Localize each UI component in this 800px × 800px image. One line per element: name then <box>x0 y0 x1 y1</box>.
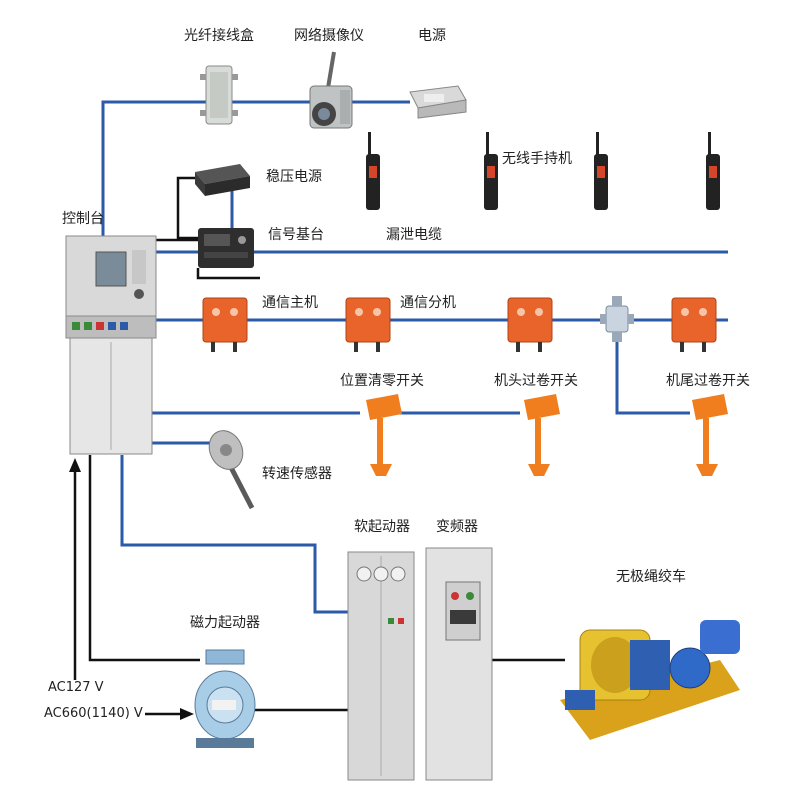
comm-branch-device-2 <box>507 297 553 352</box>
position-reset-switch-device <box>366 394 402 476</box>
signal-base-power <box>196 268 260 280</box>
label-comm-host: 通信主机 <box>262 295 318 311</box>
label-power-supply: 电源 <box>418 28 446 44</box>
label-leaky-cable: 漏泄电缆 <box>386 227 442 243</box>
label-magnetic-starter: 磁力起动器 <box>190 615 260 631</box>
soft-starter-cabinet <box>347 551 415 781</box>
label-network-camera: 网络摄像仪 <box>294 28 364 44</box>
label-soft-starter: 软起动器 <box>354 519 410 535</box>
handset-2 <box>484 132 498 210</box>
tail-overwind-switch-device <box>692 394 728 476</box>
label-ac127: AC127 V <box>48 680 104 695</box>
ac127-arrow <box>69 458 81 472</box>
handset-4 <box>706 132 720 210</box>
label-signal-base: 信号基台 <box>268 227 324 243</box>
ac660-arrow <box>180 708 194 720</box>
label-inverter: 变频器 <box>436 519 478 535</box>
label-wireless-handset: 无线手持机 <box>502 151 572 167</box>
network-camera <box>309 51 353 129</box>
power-supply-device <box>409 85 467 119</box>
handset-3 <box>594 132 608 210</box>
label-speed-sensor: 转速传感器 <box>262 466 332 482</box>
wireless-handsets <box>366 132 720 210</box>
fiber-box <box>200 65 238 125</box>
handset-1 <box>366 132 380 210</box>
junction-box <box>600 296 634 342</box>
console-cabinet <box>65 235 157 455</box>
label-comm-branch: 通信分机 <box>400 295 456 311</box>
inverter-cabinet <box>425 547 493 781</box>
regulated-power-device <box>195 164 250 196</box>
top-signal-line <box>101 100 410 240</box>
comm-branch-device-3 <box>671 297 717 352</box>
comm-host-device <box>202 297 248 352</box>
label-fiber-box: 光纤接线盒 <box>184 28 254 44</box>
junction-branch <box>615 325 690 415</box>
speed-sensor-device <box>208 430 255 510</box>
label-endless-rope-winch: 无极绳绞车 <box>616 569 686 585</box>
endless-rope-winch-device <box>560 620 740 740</box>
label-regulated-power: 稳压电源 <box>266 169 322 185</box>
label-head-overwind-switch: 机头过卷开关 <box>494 373 578 389</box>
label-position-reset-switch: 位置清零开关 <box>340 373 424 389</box>
soft-starter-line <box>120 455 352 614</box>
label-tail-overwind-switch: 机尾过卷开关 <box>666 373 750 389</box>
signal-base-device <box>198 228 254 268</box>
label-console: 控制台 <box>62 211 104 227</box>
power-wiring <box>69 176 565 720</box>
head-overwind-switch-device <box>524 394 560 476</box>
magnetic-starter-device <box>194 649 256 748</box>
console-to-starter <box>88 455 200 662</box>
regulator-power-line <box>176 176 198 240</box>
label-ac660: AC660(1140) V <box>44 706 143 721</box>
comm-branch-device-1 <box>345 297 391 352</box>
